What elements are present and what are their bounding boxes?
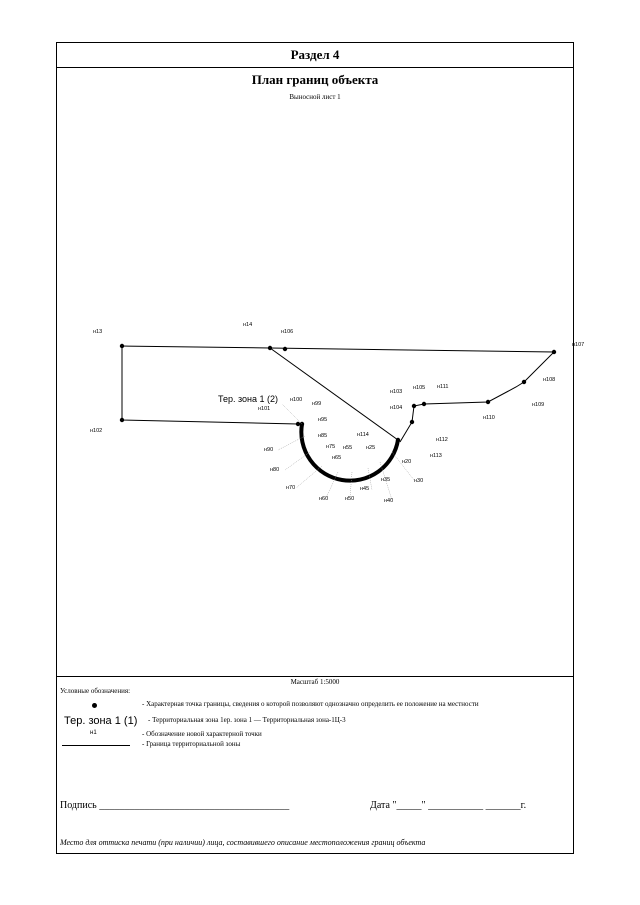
point-label: н108 <box>543 377 555 383</box>
point-label: н40 <box>384 498 393 504</box>
point-label: н75 <box>326 444 335 450</box>
point-label: н20 <box>402 459 411 465</box>
point-marker <box>551 349 557 355</box>
point-label: н101 <box>258 406 270 412</box>
legend-point-icon <box>92 703 97 708</box>
boundary-lines <box>121 345 556 443</box>
point-marker <box>409 419 415 425</box>
point-label: н25 <box>366 445 375 451</box>
plan-title: План границ объекта <box>251 72 379 87</box>
point-marker <box>267 345 273 351</box>
point-marker <box>119 343 125 349</box>
point-label: н106 <box>281 329 293 335</box>
section-title: Раздел 4 <box>56 42 574 68</box>
boundary-points <box>119 343 557 443</box>
legend-title: Условные обозначения: <box>60 687 131 695</box>
point-label: н112 <box>436 437 448 443</box>
arc-boundary <box>299 423 400 483</box>
outer-boundary <box>121 345 556 443</box>
point-label: н50 <box>345 496 354 502</box>
legend-line-icon <box>62 745 130 746</box>
point-labels: н13 н14 н106 н107 н108 н109 н110 н111 н1… <box>90 322 584 504</box>
point-marker <box>421 401 427 407</box>
point-label: н107 <box>572 342 584 348</box>
point-label: н65 <box>332 455 341 461</box>
point-label: н14 <box>243 322 252 328</box>
point-label: н95 <box>318 417 327 423</box>
legend-item-point: - Характерная точка границы, сведения о … <box>142 700 479 708</box>
point-label: н113 <box>430 453 442 459</box>
point-label: н100 <box>290 397 302 403</box>
sheet-label: Выносной лист 1 <box>289 93 341 101</box>
page-frame <box>56 42 574 854</box>
point-label: н70 <box>286 485 295 491</box>
point-marker <box>521 379 527 385</box>
point-label: н90 <box>264 447 273 453</box>
legend-zone-sample: Тер. зона 1 (1) <box>64 715 138 727</box>
point-label: н60 <box>319 496 328 502</box>
point-label: н85 <box>318 433 327 439</box>
point-marker <box>395 437 401 443</box>
point-label: н109 <box>532 402 544 408</box>
legend-item-new-point: - Обозначение новой характерной точки <box>142 730 262 738</box>
left-boundary <box>121 346 299 425</box>
signature-line: Подпись ________________________________… <box>60 800 290 811</box>
point-label: н105 <box>413 385 425 391</box>
point-label: н102 <box>90 428 102 434</box>
diagonal-boundary <box>269 347 399 441</box>
date-line: Дата "_____" ___________ _______г. <box>370 800 527 811</box>
scale-label: Масштаб 1:5000 <box>290 678 340 686</box>
point-label: н35 <box>381 477 390 483</box>
point-label: н103 <box>390 389 402 395</box>
point-label: н30 <box>414 478 423 484</box>
point-label: н104 <box>390 405 402 411</box>
point-label: н99 <box>312 401 321 407</box>
legend-item-zone: - Территориальная зона 1ер. зона 1 — Тер… <box>148 716 346 724</box>
point-label: н13 <box>93 329 102 335</box>
point-label: н45 <box>360 486 369 492</box>
point-marker <box>282 346 288 352</box>
point-marker <box>119 417 125 423</box>
point-marker <box>411 403 417 409</box>
point-label: н110 <box>483 415 495 421</box>
legend-item-boundary: - Граница территориальной зоны <box>142 740 241 748</box>
point-label: н114 <box>357 432 369 438</box>
legend-separator <box>56 676 574 677</box>
legend-point-sample: н1 <box>90 730 97 736</box>
zone-label: Тер. зона 1 (2) <box>218 394 278 404</box>
point-marker <box>295 421 301 427</box>
leader-lines <box>277 403 415 501</box>
stamp-note: Место для оттиска печати (при наличии) л… <box>60 838 426 847</box>
point-label: н111 <box>437 384 448 390</box>
point-marker <box>485 399 491 405</box>
point-label: н80 <box>270 467 279 473</box>
point-label: н55 <box>343 445 352 451</box>
